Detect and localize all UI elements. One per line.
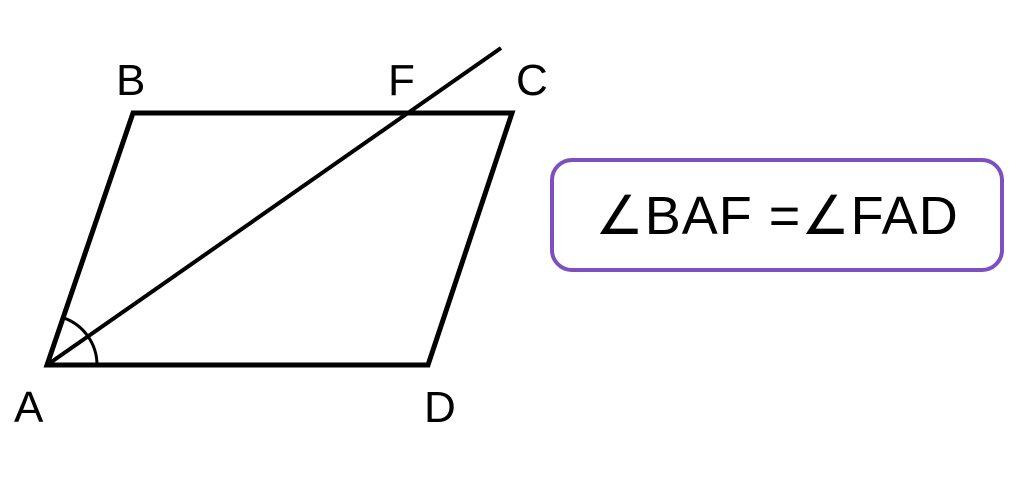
label-d: D [424, 383, 456, 432]
label-a: A [14, 383, 44, 432]
label-c: C [516, 56, 548, 105]
angle-bisector-af [45, 46, 503, 367]
parallelogram-abcd [43, 110, 516, 368]
angle-arc-a [62, 316, 99, 366]
label-f: F [388, 56, 415, 105]
label-b: B [116, 56, 145, 105]
equation-box: ∠BAF =∠FAD [550, 158, 1004, 272]
angle-equation: ∠BAF =∠FAD [595, 185, 959, 246]
